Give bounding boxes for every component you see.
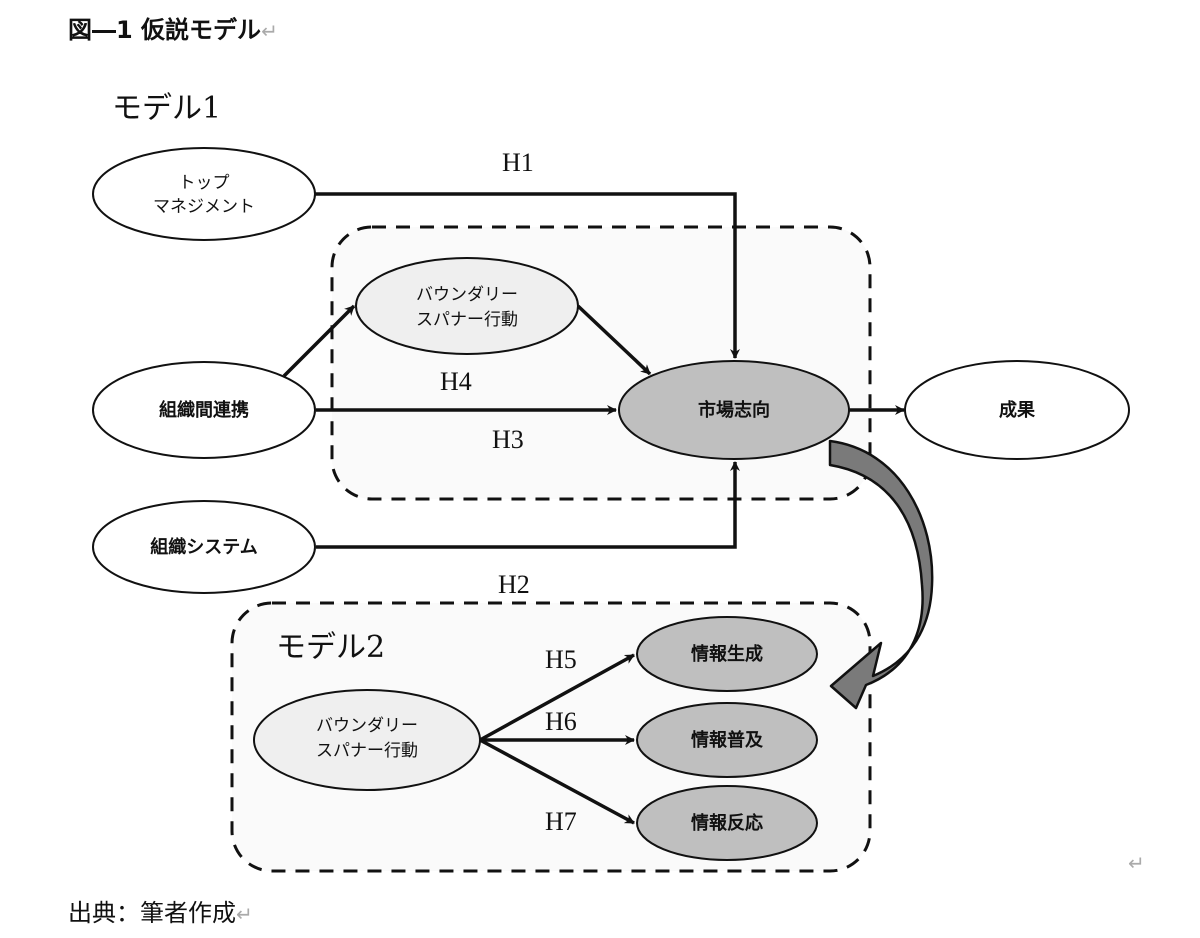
curved-arrow-model1-to-model2 (828, 439, 934, 710)
figure-title: 図―1 仮説モデル↵ (68, 10, 278, 45)
node-boundary-spanner-model2: バウンダリー スパナー行動 (253, 689, 481, 791)
node-boundary-spanner-model1-line2: スパナー行動 (416, 310, 518, 330)
figure-source: 出典：筆者作成↵ (68, 893, 253, 928)
model1-label: モデル1 (112, 91, 221, 126)
node-boundary-spanner-model2-line2: スパナー行動 (316, 741, 418, 761)
hypothesis-h7-label: H7 (545, 807, 577, 836)
node-info-response: 情報反応 (636, 785, 818, 861)
node-inter-org-collaboration: 組織間連携 (92, 361, 316, 459)
node-org-system: 組織システム (92, 500, 316, 594)
node-top-management: トップ マネジメント (92, 147, 316, 241)
paragraph-mark-icon: ↵ (261, 19, 278, 43)
node-market-orientation-text: 市場志向 (698, 399, 770, 421)
node-info-generation: 情報生成 (636, 616, 818, 692)
source-paragraph-mark-icon: ↵ (236, 902, 253, 926)
node-info-dissemination-text: 情報普及 (691, 729, 764, 751)
model2-label: モデル2 (276, 630, 385, 665)
hypothesis-h5-label: H5 (545, 645, 577, 674)
hypothesis-h3-label: H3 (492, 425, 524, 454)
node-info-dissemination: 情報普及 (636, 702, 818, 778)
figure-source-text: 出典：筆者作成 (68, 899, 236, 927)
node-org-system-text: 組織システム (150, 536, 257, 558)
hypothesis-h1-label: H1 (502, 148, 534, 177)
node-performance: 成果 (904, 360, 1130, 460)
node-info-generation-text: 情報生成 (691, 643, 763, 665)
node-boundary-spanner-model1: バウンダリー スパナー行動 (355, 257, 579, 355)
hypothesis-h6-label: H6 (545, 707, 577, 736)
node-top-management-line1: トップ (179, 173, 230, 193)
node-info-response-text: 情報反応 (691, 812, 763, 834)
node-top-management-line2: マネジメント (153, 197, 255, 217)
node-boundary-spanner-model2-line1: バウンダリー (316, 716, 418, 736)
node-market-orientation: 市場志向 (618, 360, 850, 460)
edge-h2-org-system-to-market-orientation (316, 461, 740, 549)
hypothesis-h4-label: H4 (440, 367, 472, 396)
edge-inter-org-to-boundary-spanner (282, 304, 356, 378)
edge-h1-top-management-to-market-orientation (314, 192, 740, 359)
edge-h7-boundary-spanner-to-info-response (479, 738, 635, 825)
node-performance-text: 成果 (999, 399, 1036, 421)
edge-h5-boundary-spanner-to-info-generation (479, 653, 635, 742)
figure-title-text: 図―1 仮説モデル (68, 16, 262, 44)
node-boundary-spanner-model1-line1: バウンダリー (416, 285, 518, 305)
hypothesis-h2-label: H2 (498, 570, 530, 599)
edge-boundary-spanner-to-market-orientation (576, 304, 652, 376)
paragraph-end-mark-icon: ↵ (1128, 851, 1145, 875)
node-inter-org-collaboration-text: 組織間連携 (159, 399, 249, 421)
